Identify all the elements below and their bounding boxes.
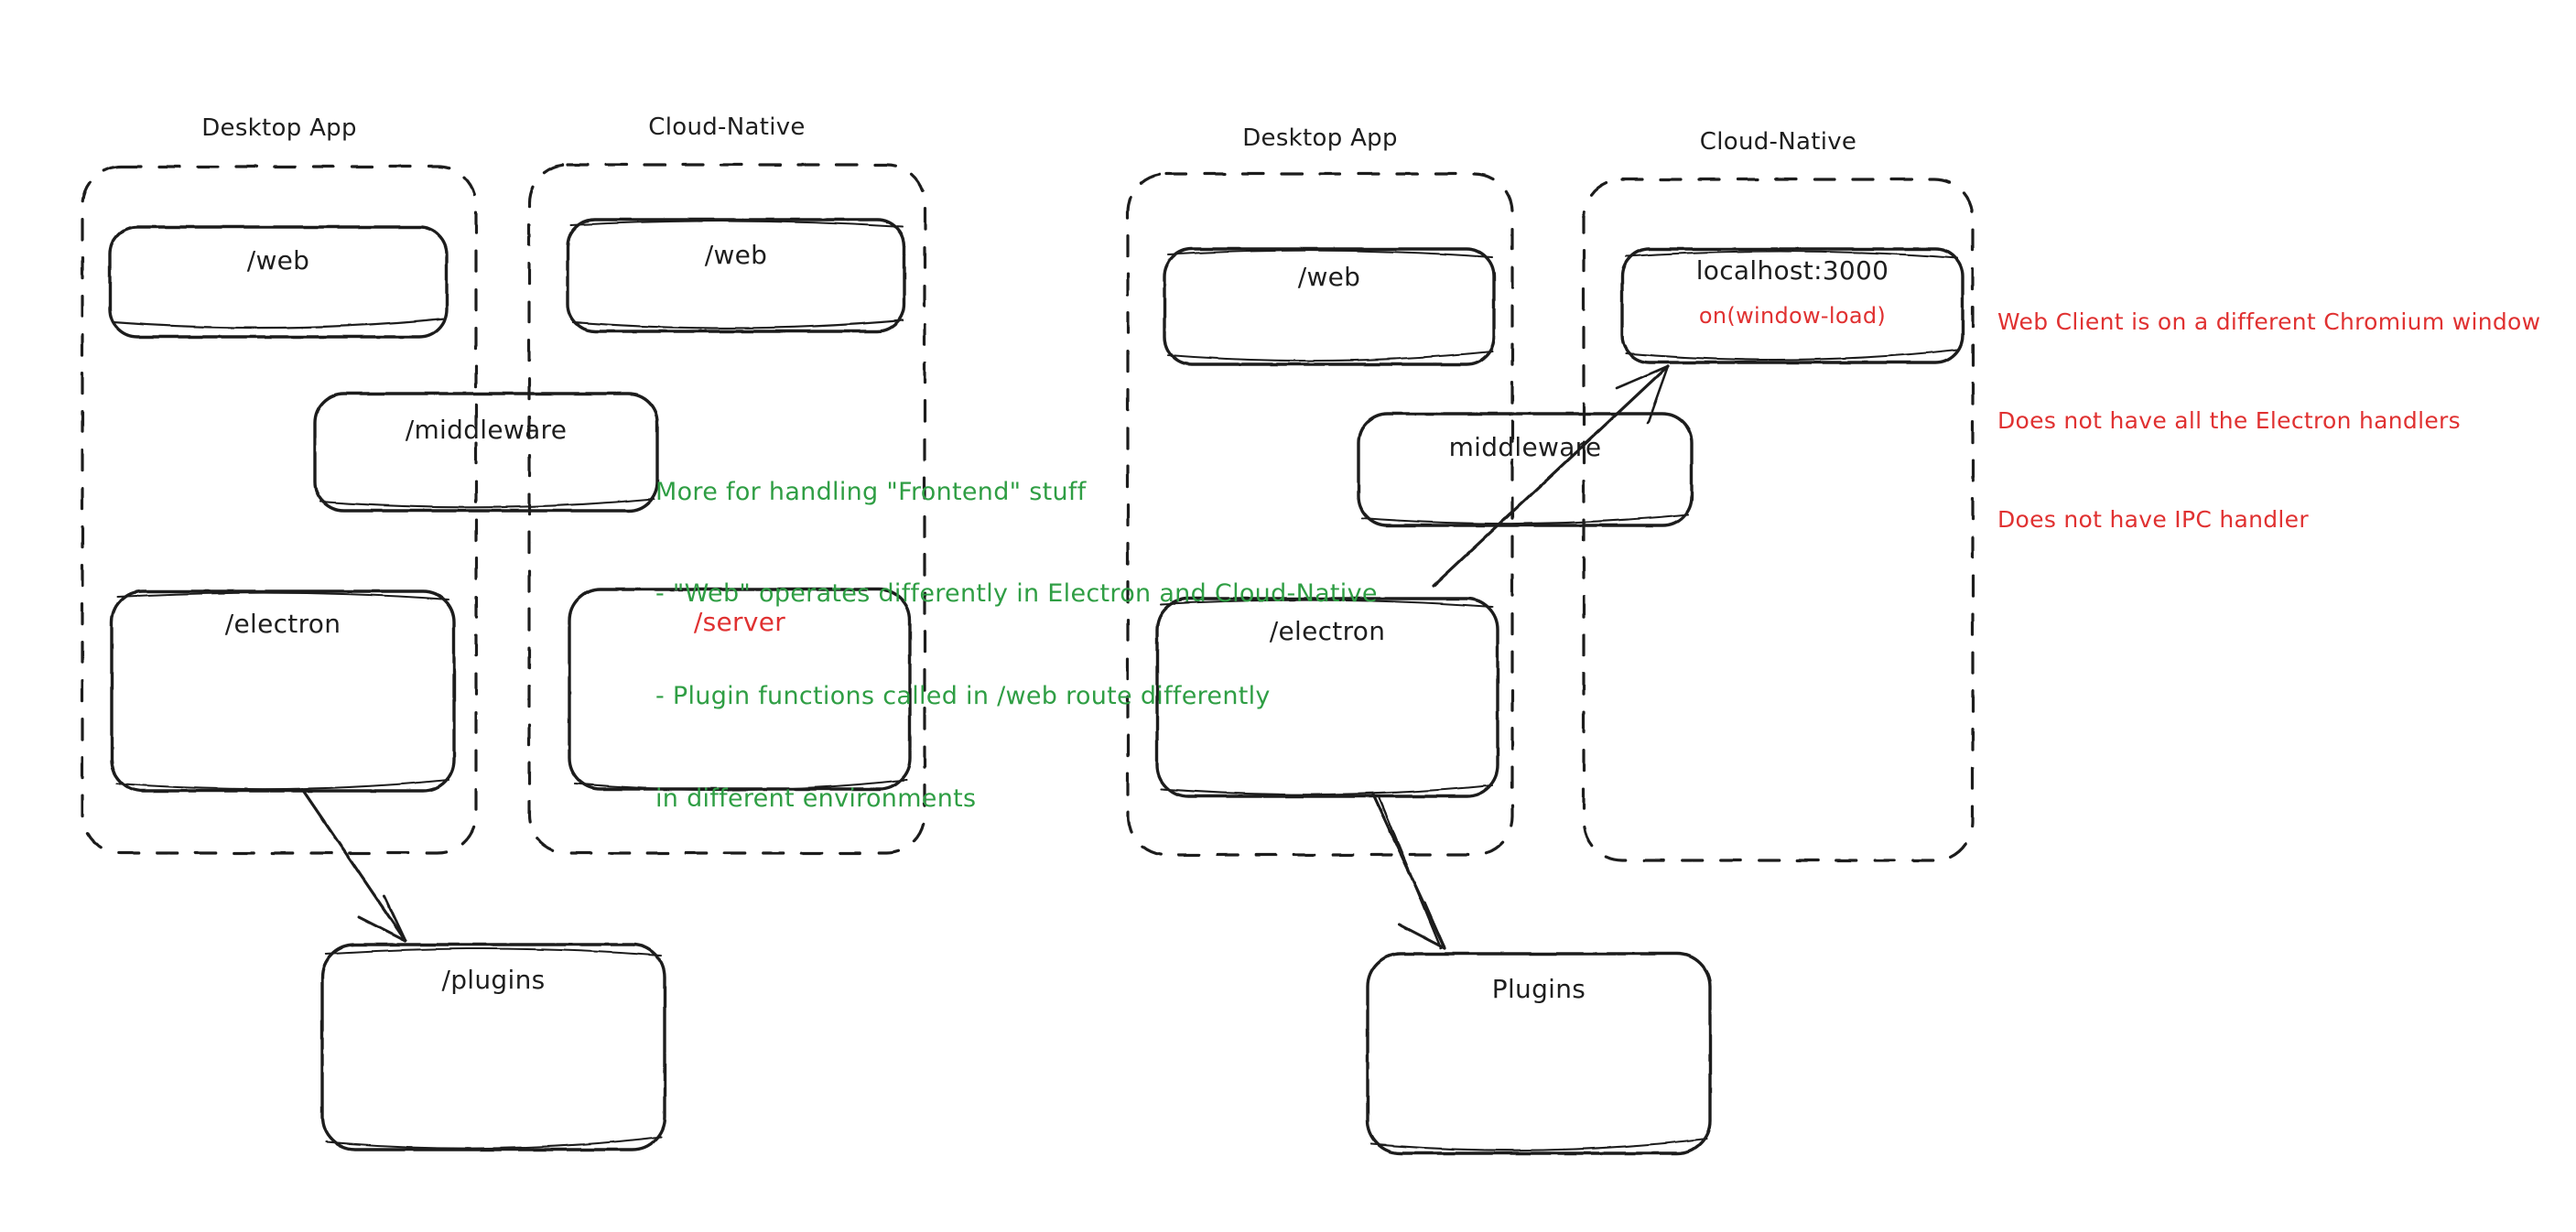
group-title-right-desktop-app: Desktop App xyxy=(1242,124,1398,152)
node-label-right-electron: /electron xyxy=(1269,616,1386,646)
node-right-plugins-border xyxy=(1366,952,1712,1155)
annotation-green-line-1: More for handling "Frontend" stuff xyxy=(655,477,1087,506)
group-right-cloud-native-border xyxy=(1582,178,1975,862)
edge-left-electron-to-plugins xyxy=(300,787,407,943)
node-label-left-plugins: /plugins xyxy=(441,965,546,995)
node-label-left-web-cloud: /web xyxy=(704,240,768,270)
annotation-red-line-3: Does not have IPC handler xyxy=(1997,506,2309,533)
annotation-red-note: Web Client is on a different Chromium wi… xyxy=(1997,240,2540,602)
node-label-right-web: /web xyxy=(1297,262,1361,292)
node-left-server-border xyxy=(568,588,912,792)
annotation-green-note: More for handling "Frontend" stuff - "We… xyxy=(655,406,1378,884)
node-label-right-plugins: Plugins xyxy=(1491,974,1586,1004)
node-label-left-web: /web xyxy=(246,245,310,276)
node-sublabel-right-localhost-on-window-load: on(window-load) xyxy=(1698,303,1887,329)
annotation-green-line-4: in different environments xyxy=(655,784,977,813)
annotation-red-line-1: Web Client is on a different Chromium wi… xyxy=(1997,308,2541,335)
node-label-right-localhost: localhost:3000 xyxy=(1695,255,1889,286)
node-left-electron-border xyxy=(110,589,456,793)
annotation-red-line-2: Does not have all the Electron handlers xyxy=(1997,407,2461,434)
node-right-electron-border xyxy=(1155,597,1499,798)
node-label-left-electron: /electron xyxy=(224,609,341,639)
annotation-green-line-2: - "Web" operates differently in Electron… xyxy=(655,579,1378,609)
annotation-green-line-3: - Plugin functions called in /web route … xyxy=(655,682,1271,710)
node-label-left-server: /server xyxy=(693,607,786,637)
node-left-middleware-border xyxy=(313,392,659,513)
node-right-web-border xyxy=(1163,247,1496,366)
node-right-localhost-border xyxy=(1620,247,1964,364)
group-left-desktop-app-border xyxy=(81,165,478,855)
group-title-left-cloud-native: Cloud-Native xyxy=(648,113,806,141)
group-title-right-cloud-native: Cloud-Native xyxy=(1699,128,1857,156)
edge-right-electron-to-plugins xyxy=(1371,793,1446,950)
node-label-left-middleware: /middleware xyxy=(405,415,568,445)
node-left-plugins-border xyxy=(320,943,666,1151)
node-label-right-middleware: middleware xyxy=(1448,432,1602,462)
node-right-middleware-border xyxy=(1357,412,1694,527)
node-left-web-border xyxy=(108,225,449,339)
node-left-web-cloud-border xyxy=(566,218,906,333)
edge-right-electron-to-localhost xyxy=(1432,364,1670,588)
group-right-desktop-app-border xyxy=(1126,172,1514,857)
group-title-left-desktop-app: Desktop App xyxy=(201,114,357,142)
group-left-cloud-native-border xyxy=(527,163,926,855)
